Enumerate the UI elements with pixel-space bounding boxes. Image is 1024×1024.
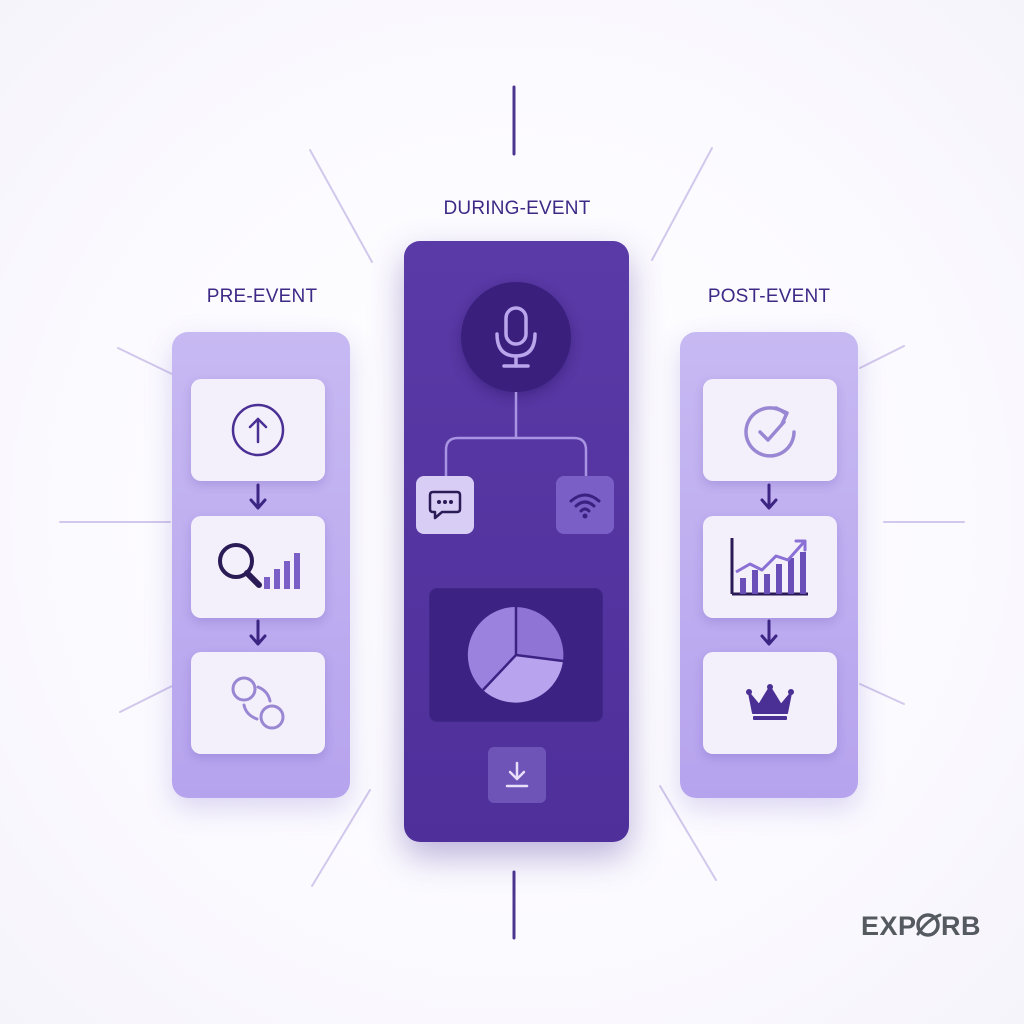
chat-icon	[428, 490, 462, 520]
search-analytics-icon	[218, 543, 300, 589]
exporb-logo: EXP RB	[861, 911, 981, 941]
download-icon	[505, 761, 529, 788]
microphone-icon	[495, 306, 537, 368]
refresh-check-icon	[744, 406, 796, 458]
branch-connector	[444, 392, 588, 482]
arrow-down-icon	[760, 483, 778, 510]
crown-icon	[746, 684, 794, 720]
pre-event-card-research[interactable]	[191, 516, 325, 618]
pre-event-label: PRE-EVENT	[206, 286, 318, 307]
download-button[interactable]	[488, 747, 546, 803]
microphone-button[interactable]	[461, 282, 571, 392]
analytics-panel[interactable]	[429, 588, 603, 722]
arrow-down-icon	[249, 483, 267, 510]
arrow-down-icon	[249, 619, 267, 646]
pie-chart-icon	[467, 606, 564, 703]
svg-text:RB: RB	[941, 911, 981, 940]
chat-tile[interactable]	[416, 476, 474, 534]
pre-event-card-connect[interactable]	[191, 652, 325, 754]
connect-circles-icon	[231, 676, 285, 730]
post-event-card-growth[interactable]	[703, 516, 837, 618]
arrow-down-icon	[760, 619, 778, 646]
growth-chart-icon	[730, 538, 808, 596]
post-event-card-success[interactable]	[703, 652, 837, 754]
post-event-card-followup[interactable]	[703, 379, 837, 481]
brand-logo: EXP RB	[861, 910, 995, 947]
svg-text:EXP: EXP	[861, 911, 917, 940]
upload-circle-icon	[231, 403, 285, 457]
pre-event-card-upload[interactable]	[191, 379, 325, 481]
during-event-label: DURING-EVENT	[443, 198, 591, 219]
wifi-icon	[569, 493, 601, 519]
wifi-tile[interactable]	[556, 476, 614, 534]
post-event-label: POST-EVENT	[707, 286, 831, 307]
